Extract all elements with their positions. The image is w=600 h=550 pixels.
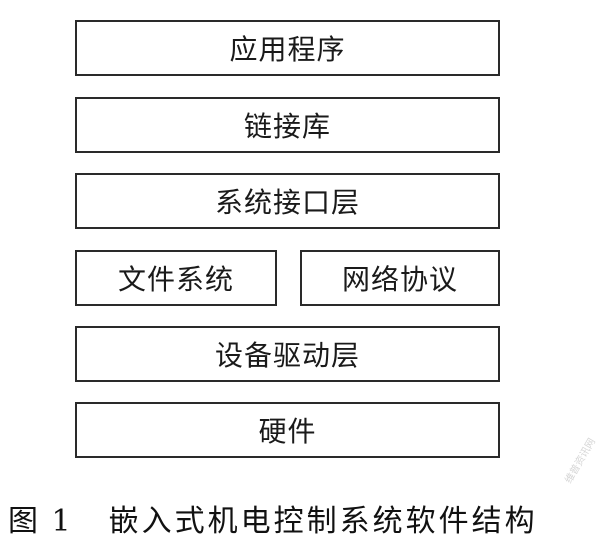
layer-link-library-label: 链接库	[243, 110, 331, 143]
layer-hardware-box: 硬件	[75, 402, 500, 458]
layer-file-system-box: 文件系统	[75, 250, 277, 306]
watermark-text: 维普资讯网	[563, 436, 598, 486]
layer-file-system-label: 文件系统	[117, 263, 234, 296]
layer-application-box: 应用程序	[75, 20, 500, 76]
layer-system-interface-box: 系统接口层	[75, 173, 500, 229]
layer-application-label: 应用程序	[229, 33, 346, 66]
layer-hardware-label: 硬件	[258, 415, 317, 448]
layer-network-protocol-label: 网络协议	[341, 263, 458, 296]
layer-system-interface-label: 系统接口层	[214, 186, 360, 219]
figure-title: 嵌入式机电控制系统软件结构	[108, 504, 538, 539]
figure-number: 图 1	[8, 504, 73, 539]
layer-device-driver-box: 设备驱动层	[75, 326, 500, 382]
layer-device-driver-label: 设备驱动层	[214, 339, 360, 372]
layer-link-library-box: 链接库	[75, 97, 500, 153]
figure-caption: 图 1 嵌入式机电控制系统软件结构	[8, 496, 592, 540]
layer-network-protocol-box: 网络协议	[300, 250, 500, 306]
